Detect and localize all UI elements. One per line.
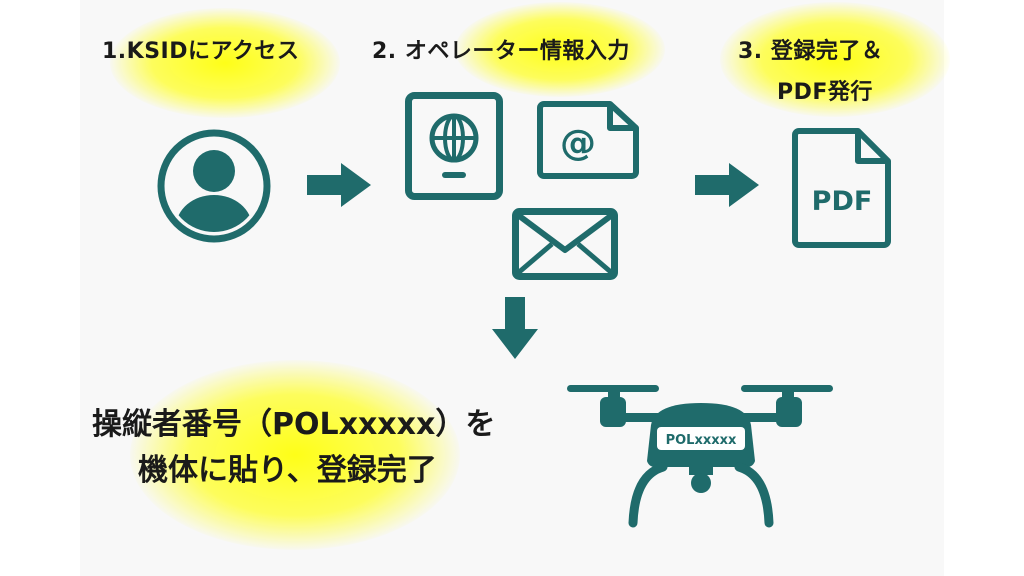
drone-plate-label: POLxxxxx <box>666 433 737 448</box>
user-avatar-icon <box>157 129 271 243</box>
pdf-icon-label: PDF <box>812 186 873 217</box>
pdf-document-icon: PDF <box>792 128 891 248</box>
drone-icon: POLxxxxx <box>567 385 833 528</box>
svg-text:@: @ <box>560 123 596 164</box>
arrow-right-icon <box>695 163 759 207</box>
highlight-step2 <box>455 2 665 97</box>
step3-label-line2: PDF発行 <box>777 80 873 105</box>
final-text-line2: 機体に貼り、登録完了 <box>138 453 437 488</box>
step2-label: 2. オペレーター情報入力 <box>372 39 630 64</box>
email-document-icon: @ <box>537 101 639 179</box>
highlight-step3 <box>720 2 950 117</box>
final-text-line1: 操縦者番号（POLxxxxx）を <box>92 407 496 442</box>
passport-icon <box>405 92 503 200</box>
arrow-down-icon <box>492 297 538 359</box>
arrow-right-icon <box>307 163 371 207</box>
envelope-icon <box>512 208 618 280</box>
step1-label: 1.KSIDにアクセス <box>102 39 300 64</box>
highlight-step1 <box>110 8 340 118</box>
highlight-final <box>130 360 460 550</box>
step3-label-line1: 3. 登録完了＆ <box>738 39 884 64</box>
